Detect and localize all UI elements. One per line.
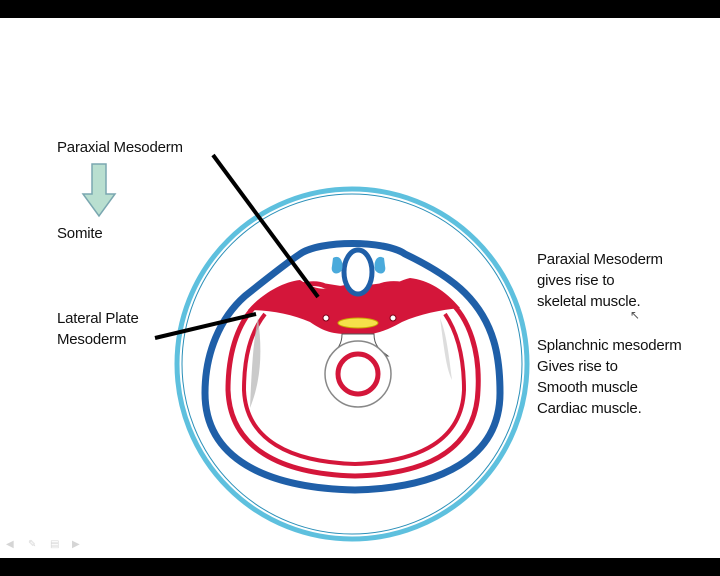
leader-line-paraxial [211, 153, 320, 299]
menu-icon[interactable]: ▤ [50, 539, 60, 550]
label-lateral-line-2: Mesoderm [57, 331, 127, 348]
mesenchyme-shading-right [440, 318, 452, 380]
note-splanchnic: Splanchnic mesoderm Gives rise to Smooth… [537, 335, 682, 419]
label-somite: Somite [57, 225, 103, 242]
neural-crest-left [331, 256, 343, 274]
next-slide-icon[interactable]: ▶ [72, 539, 80, 550]
arrow-down-icon [81, 163, 117, 218]
note-splanchnic-line: Gives rise to [537, 358, 618, 375]
slide: Paraxial Mesoderm Somite Lateral Plate M… [0, 18, 720, 558]
previous-slide-icon[interactable]: ◀ [6, 539, 14, 550]
note-splanchnic-line: Cardiac muscle. [537, 400, 642, 417]
dorsal-aorta-left [322, 314, 330, 322]
note-paraxial-line: gives rise to [537, 272, 615, 289]
label-lateral-line-1: Lateral Plate [57, 310, 139, 327]
embryo-cross-section-diagram [81, 153, 530, 542]
paraxial-mesoderm-mass [248, 278, 460, 334]
outer-amnion-ring [174, 186, 530, 542]
leader-line-lateral-plate [154, 312, 257, 340]
slideshow-toolbar: ◀ ✎ ▤ ▶ [6, 540, 86, 550]
label-lateral-plate-mesoderm: Lateral Plate Mesoderm [57, 308, 139, 350]
mesenchyme-shading [250, 318, 261, 408]
note-paraxial-line: Paraxial Mesoderm [537, 251, 663, 268]
cursor-icon: ↖ [630, 308, 641, 322]
note-splanchnic-line: Splanchnic mesoderm [537, 337, 682, 354]
pen-icon[interactable]: ✎ [28, 539, 37, 550]
dorsal-aorta-right [389, 314, 397, 322]
outer-amnion-ring-inner-edge [181, 193, 523, 535]
neural-tube-lumen [354, 258, 362, 286]
label-paraxial-mesoderm: Paraxial Mesoderm [57, 139, 183, 156]
lateral-plate-mesoderm-outer [225, 281, 481, 479]
note-paraxial: Paraxial Mesoderm gives rise to skeletal… [537, 249, 663, 312]
gut-tube-wall [335, 351, 381, 397]
neural-crest-right [374, 256, 386, 274]
lateral-plate-mesoderm-inner [241, 312, 467, 467]
notochord [337, 317, 379, 329]
note-paraxial-line: skeletal muscle. [537, 293, 641, 310]
note-splanchnic-line: Smooth muscle [537, 379, 638, 396]
